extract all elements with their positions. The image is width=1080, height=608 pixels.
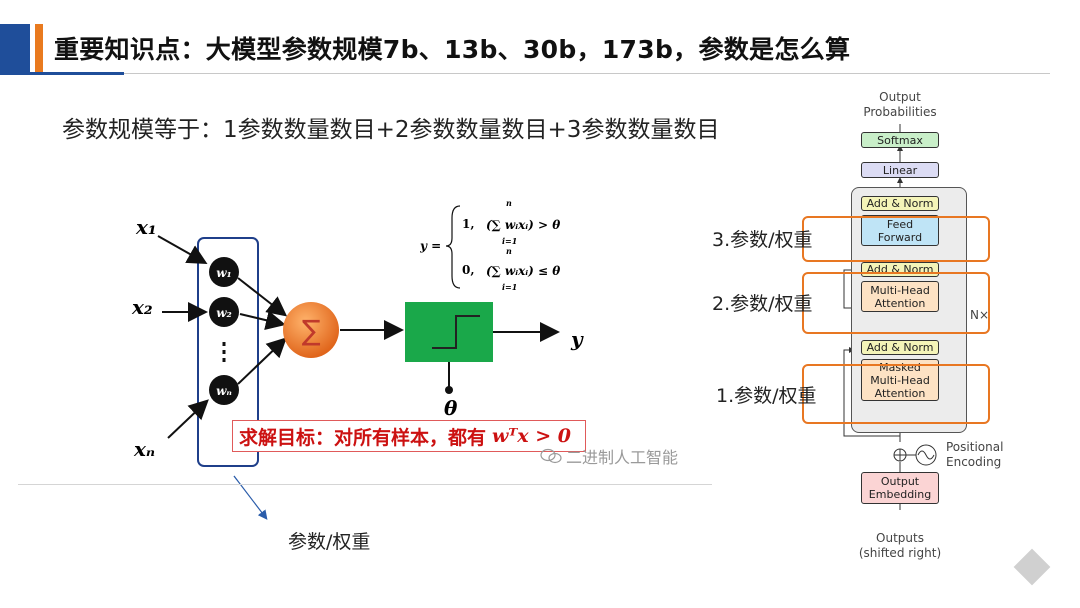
add-norm-block-3: Add & Norm xyxy=(861,196,939,211)
corner-diamond-icon xyxy=(1013,548,1051,586)
perceptron-diagram: x₁ x₂ xₙ w₁ w₂ wₙ ∑ y θ xyxy=(131,215,584,480)
formula-case1-value: 1, xyxy=(462,217,475,231)
positional-line1: Positional xyxy=(946,440,1004,454)
page-title: 重要知识点：大模型参数规模7b、13b、30b，173b，参数是怎么算 xyxy=(54,35,851,64)
step-function-curve xyxy=(432,315,480,349)
title-divider xyxy=(124,73,1050,74)
nx-label: N× xyxy=(970,308,990,322)
goal-box: 求解目标：对所有样本，都有 wᵀx > 0 xyxy=(232,420,586,452)
goal-math: wᵀx > 0 xyxy=(492,425,571,447)
input-x2: x₂ xyxy=(131,295,153,319)
weight-node-wn xyxy=(209,375,239,405)
title-underline xyxy=(0,72,124,75)
threshold-label: θ xyxy=(444,396,458,420)
weight-label-wn: wₙ xyxy=(216,384,232,398)
step-formula: y = 1, n (∑ wᵢxᵢ) > θ i=1 0, n (∑ wᵢxᵢ) … xyxy=(420,198,560,292)
feed-forward-line1: Feed xyxy=(886,217,914,231)
feed-forward-block: Feed Forward xyxy=(861,215,939,246)
caption-pointer xyxy=(233,475,268,520)
watermark: 二进制人工智能 xyxy=(540,444,678,468)
output-embedding-line1: Output xyxy=(880,475,920,488)
sum-symbol: ∑ xyxy=(302,314,321,347)
subtitle: 参数规模等于：1参数数量数目+2参数数量数目+3参数数量数目 xyxy=(62,117,720,143)
formula-lhs: y = xyxy=(420,239,441,253)
threshold-dot xyxy=(445,386,453,394)
layer-label-2: 2.参数/权重 xyxy=(712,293,813,315)
positional-line2: Encoding xyxy=(946,455,1002,469)
multi-head-line2: Attention xyxy=(874,296,926,310)
formula-sum-lower-1: i=1 xyxy=(502,236,517,246)
highlight-feed-forward xyxy=(802,216,990,262)
formula-sum-lower-0: i=1 xyxy=(502,282,517,292)
weights-box xyxy=(197,237,259,467)
softmax-block: Softmax xyxy=(861,132,939,148)
layer-label-1: 1.参数/权重 xyxy=(716,385,817,407)
masked-line3: Attention xyxy=(874,386,926,400)
output-embedding-line2: Embedding xyxy=(868,488,932,501)
highlight-masked-attention xyxy=(802,364,990,424)
sum-node xyxy=(283,302,339,358)
goal-text: 求解目标：对所有样本，都有 xyxy=(239,426,487,449)
masked-attention-block: Masked Multi-Head Attention xyxy=(861,359,939,401)
content-divider xyxy=(18,484,712,485)
formula-brace xyxy=(445,205,461,289)
header-accent-orange xyxy=(35,24,43,74)
arrow-w1-sum xyxy=(237,277,288,317)
formula-case1-condition: (∑ wᵢxᵢ) > θ xyxy=(486,218,560,232)
output-probabilities-line2: Probabilities xyxy=(863,105,937,119)
linear-block: Linear xyxy=(861,162,939,178)
outputs-line1: Outputs xyxy=(876,531,924,545)
arrow-w2-sum xyxy=(239,310,286,331)
weight-node-w2 xyxy=(209,297,239,327)
formula-sum-upper-0: n xyxy=(506,246,512,256)
outputs-label: Outputs (shifted right) xyxy=(850,531,950,561)
feed-forward-line2: Forward xyxy=(877,230,923,244)
multi-head-attention-block: Multi-Head Attention xyxy=(861,281,939,312)
output-y: y xyxy=(570,327,584,351)
highlight-multi-head xyxy=(802,272,990,334)
step-function-box xyxy=(405,302,493,362)
header-accent-blue xyxy=(0,24,30,74)
layer-label-3: 3.参数/权重 xyxy=(712,229,813,251)
masked-line1: Masked xyxy=(879,360,921,374)
masked-line2: Multi-Head xyxy=(870,373,930,387)
output-probabilities-line1: Output xyxy=(879,90,921,104)
arrow-xn-wn xyxy=(167,399,209,439)
weight-label-w1: w₁ xyxy=(216,266,232,280)
watermark-text: 二进制人工智能 xyxy=(566,448,679,467)
outputs-line2: (shifted right) xyxy=(858,546,942,560)
output-probabilities-label: Output Probabilities xyxy=(850,90,950,120)
weight-node-w1 xyxy=(209,257,239,287)
output-embedding-block: Output Embedding xyxy=(861,472,939,504)
formula-case0-value: 0, xyxy=(462,263,475,277)
add-norm-block-1: Add & Norm xyxy=(861,340,939,355)
arrow-wn-sum xyxy=(237,337,287,385)
weights-caption: 参数/权重 xyxy=(288,531,371,553)
formula-case0-condition: (∑ wᵢxᵢ) ≤ θ xyxy=(486,264,560,278)
weight-label-w2: w₂ xyxy=(216,306,232,320)
positional-encoding-label: Positional Encoding xyxy=(946,440,1003,470)
input-xn: xₙ xyxy=(133,437,155,461)
input-x1: x₁ xyxy=(135,215,157,239)
multi-head-line1: Multi-Head xyxy=(870,283,930,297)
wechat-icon xyxy=(540,448,562,464)
arrow-x1-w1 xyxy=(157,235,208,264)
formula-sum-upper-1: n xyxy=(506,198,512,208)
